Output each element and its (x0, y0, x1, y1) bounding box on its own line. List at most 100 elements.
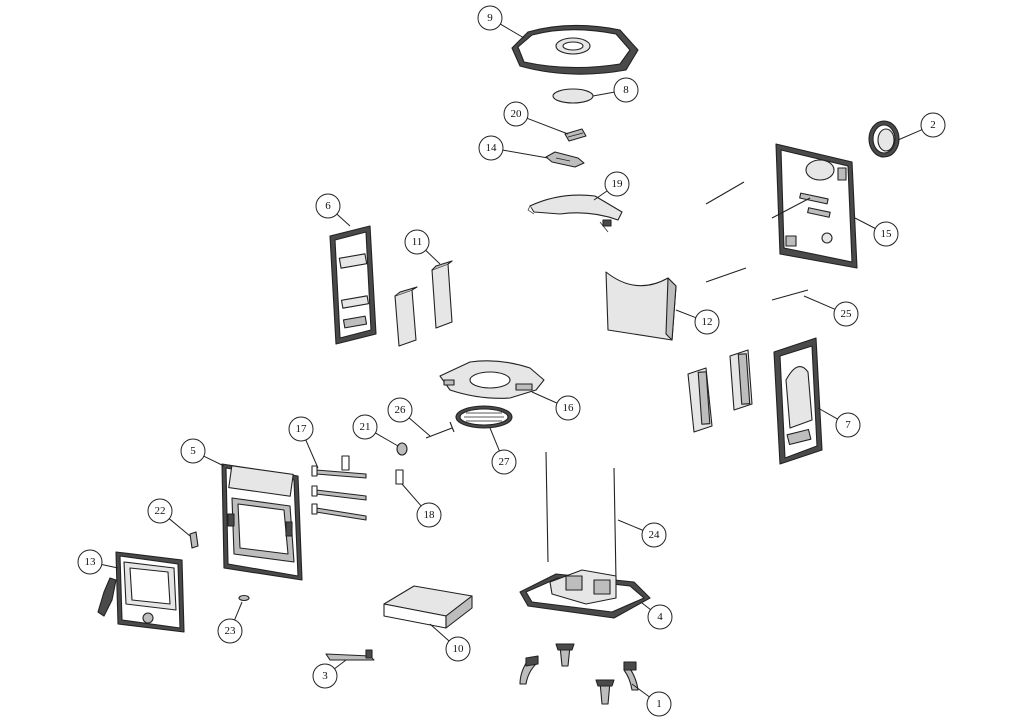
callout-6: 6 (315, 193, 341, 219)
part-17-bars (311, 465, 367, 521)
callout-19: 19 (604, 171, 630, 197)
leader-line-23 (234, 601, 243, 621)
leader-line-27 (489, 427, 500, 452)
callout-3: 3 (312, 663, 338, 689)
leader-line-14 (502, 149, 549, 159)
part-15-back-plate (775, 143, 858, 269)
leader-line-12 (675, 309, 696, 319)
part-6-side-panel (329, 225, 377, 345)
callout-label: 23 (225, 625, 237, 637)
callout-17: 17 (288, 416, 314, 442)
callout-5: 5 (180, 438, 206, 464)
callout-10: 10 (445, 636, 471, 662)
callout-label: 2 (930, 119, 936, 131)
callout-26: 26 (387, 397, 413, 423)
callout-11: 11 (404, 229, 430, 255)
leader-line-22 (168, 518, 191, 537)
callout-2: 2 (920, 112, 946, 138)
leader-line-6 (336, 213, 351, 227)
part-22-latch (189, 531, 199, 549)
leader-line-24 (617, 519, 644, 531)
callout-circle (352, 414, 378, 440)
callout-20: 20 (503, 101, 529, 127)
callout-label: 10 (453, 643, 465, 655)
leader-line-20 (527, 117, 569, 135)
callout-label: 27 (499, 456, 511, 468)
callout-circle (387, 397, 413, 423)
callout-label: 13 (85, 556, 97, 568)
callout-label: 19 (612, 178, 624, 190)
callout-circle (288, 416, 314, 442)
leader-line-9 (500, 23, 525, 39)
leader-line-1 (631, 683, 650, 698)
part-side-bricks (687, 349, 753, 433)
callout-circle (641, 522, 667, 548)
part-1-legs (519, 643, 639, 705)
callout-circle (416, 502, 442, 528)
callout-label: 11 (412, 236, 423, 248)
leader-line-13 (101, 564, 119, 569)
callout-circle (404, 229, 430, 255)
leader-line-11 (425, 249, 441, 265)
callout-circle (312, 663, 338, 689)
callout-25: 25 (833, 301, 859, 327)
callout-label: 17 (296, 423, 308, 435)
callout-circle (555, 395, 581, 421)
part-2-flue-collar (868, 120, 900, 158)
callout-16: 16 (555, 395, 581, 421)
part-11-firebricks (394, 260, 453, 347)
callout-label: 20 (511, 108, 523, 120)
part-9-top-plate (511, 24, 639, 75)
callout-14: 14 (478, 135, 504, 161)
callout-circle (445, 636, 471, 662)
leader-line-15 (854, 217, 876, 229)
callout-13: 13 (77, 549, 103, 575)
leader-line-18 (401, 483, 422, 507)
callout-circle (604, 171, 630, 197)
callout-label: 3 (322, 670, 328, 682)
callout-circle (147, 498, 173, 524)
callout-label: 26 (395, 404, 407, 416)
leader-line-25 (803, 295, 836, 310)
leader-line-26 (408, 417, 431, 437)
callout-circle (647, 604, 673, 630)
callout-label: 25 (841, 308, 853, 320)
callout-circle (646, 691, 672, 717)
callout-label: 1 (656, 698, 662, 710)
callout-21: 21 (352, 414, 378, 440)
leader-line-4 (641, 602, 651, 611)
callout-circle (833, 301, 859, 327)
part-5-front-frame (221, 463, 303, 581)
part-10-ash-pan (383, 585, 473, 629)
callout-label: 22 (155, 505, 166, 517)
callout-27: 27 (491, 449, 517, 475)
callout-8: 8 (613, 77, 639, 103)
part-4-base (519, 569, 651, 619)
part-26-rod (425, 421, 455, 439)
part-7-side-panel (773, 337, 823, 465)
callout-circle (491, 449, 517, 475)
callout-label: 9 (487, 12, 493, 24)
callout-label: 6 (325, 200, 331, 212)
callout-12: 12 (694, 309, 720, 335)
callout-circle (873, 221, 899, 247)
part-21-knob (396, 442, 408, 456)
part-24-rods (545, 451, 617, 581)
part-16-grate-carrier (439, 360, 545, 399)
part-20-bracket (564, 128, 587, 142)
callout-label: 15 (881, 228, 893, 240)
callout-label: 21 (360, 421, 371, 433)
callout-label: 8 (623, 84, 629, 96)
callout-label: 7 (845, 419, 851, 431)
callout-22: 22 (147, 498, 173, 524)
callout-circle (920, 112, 946, 138)
leader-lines (101, 23, 923, 698)
callout-label: 14 (486, 142, 498, 154)
callout-9: 9 (477, 5, 503, 31)
leader-line-7 (817, 407, 838, 420)
part-rods-upper (705, 181, 811, 283)
part-13-front-door (97, 551, 185, 633)
callout-7: 7 (835, 412, 861, 438)
leader-line-17 (305, 439, 319, 469)
